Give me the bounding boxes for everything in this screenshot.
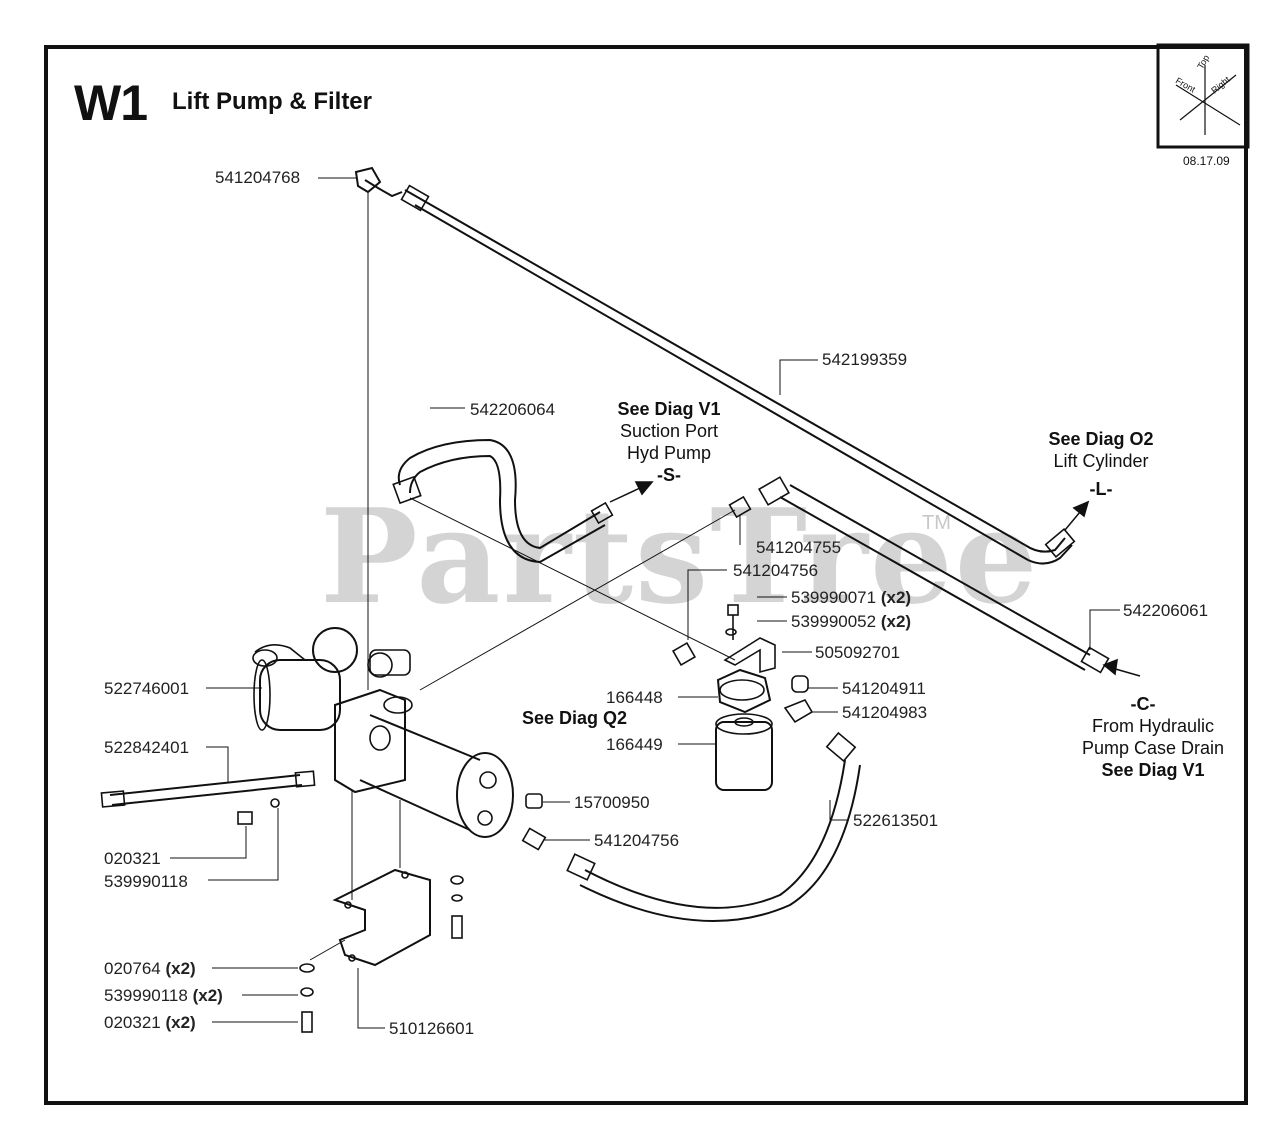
mount-bracket-510126601 [332, 868, 431, 967]
washer-539990118-small [270, 798, 280, 808]
hose-522613501 [566, 731, 861, 922]
callout-filter-diag: See Diag Q2 [522, 708, 628, 728]
orientation-box [1156, 43, 1250, 149]
part-label: 522842401 [104, 738, 190, 757]
diagram-frame [44, 45, 1248, 1105]
part-label: 510126601 [389, 1019, 475, 1038]
arrow-suction [609, 481, 654, 503]
part-label: 539990071 (x2) [791, 588, 912, 607]
part-label: 542206064 [470, 400, 556, 419]
part-label: 166448 [606, 688, 663, 707]
washer-539990118 [300, 987, 314, 997]
plug-15700950 [525, 793, 543, 809]
part-label: 541204756 [733, 561, 819, 580]
part-label: 539990118 [104, 872, 188, 891]
cap-541204911 [791, 675, 809, 693]
fitting-541204756-top [671, 641, 697, 667]
part-label: 541204768 [215, 168, 301, 187]
part-label: 541204755 [756, 538, 842, 557]
part-label: 541204911 [842, 679, 926, 698]
part-label: 166449 [606, 735, 663, 754]
hose-542206061 [419, 476, 1110, 691]
hose-542206064 [392, 438, 736, 661]
callout-suction-port: See Diag V1 Suction Port Hyd Pump -S- [617, 399, 721, 485]
pump-tank-522746001 [252, 627, 514, 838]
callout-lift-cylinder: See Diag O2 Lift Cylinder -L- [1048, 429, 1154, 499]
bolt-020321-small [237, 811, 253, 825]
part-label: 539990118 (x2) [104, 986, 223, 1005]
part-label: 542199359 [822, 350, 908, 369]
washer-539990052 [725, 628, 737, 636]
diagram-code: W1 [74, 75, 148, 131]
part-label: 542206061 [1123, 601, 1209, 620]
part-label: 522613501 [853, 811, 939, 830]
bracket-505092701 [723, 637, 776, 674]
part-label: 539990052 (x2) [791, 612, 912, 631]
part-label: 020321 [104, 849, 161, 868]
diagram-date: 08.17.09 [1183, 154, 1230, 168]
watermark-tm: TM [922, 512, 951, 534]
diagram-title: Lift Pump & Filter [172, 88, 372, 115]
hose-542199359 [364, 179, 1076, 565]
arrow-lift [1064, 500, 1090, 531]
tube-522842401 [100, 770, 316, 808]
part-label: 020764 (x2) [104, 959, 196, 978]
tee-541204983 [783, 699, 814, 724]
callout-case-drain: -C- From Hydraulic Pump Case Drain See D… [1081, 694, 1225, 780]
filter-assembly [715, 668, 773, 791]
part-label: 505092701 [815, 643, 901, 662]
part-label: 522746001 [104, 679, 190, 698]
part-label: 020321 (x2) [104, 1013, 196, 1032]
fitting-541204756-lower [521, 827, 547, 851]
washer-020764 [299, 963, 315, 973]
arrow-drain [1102, 658, 1141, 677]
bolt-020321 [301, 1011, 313, 1033]
part-label: 541204983 [842, 703, 928, 722]
elbow-541204768 [354, 166, 382, 194]
part-label: 15700950 [574, 793, 650, 812]
part-label: 541204756 [594, 831, 680, 850]
fitting-541204755 [728, 495, 752, 519]
bolt-539990071 [727, 604, 739, 616]
